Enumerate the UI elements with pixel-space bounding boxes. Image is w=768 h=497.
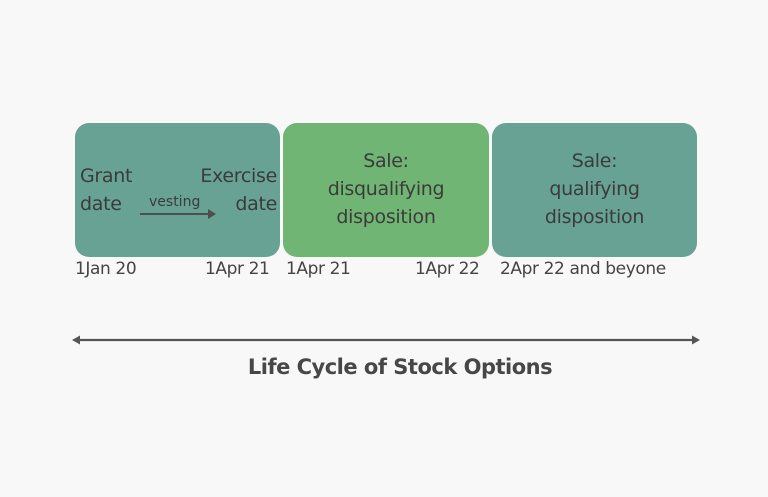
grant-label-line1: Grant [80,165,133,187]
date-stage3-start: 2Apr 22 and beyone [500,259,666,279]
exercise-label-line1: Exercise [200,165,277,187]
double-arrow-icon [72,335,700,345]
vesting-label: vesting [149,194,201,210]
stage3-line1: Sale: [571,150,618,172]
stage3-line3: disposition [544,206,645,228]
date-grant: 1Jan 20 [75,259,137,279]
date-exercise: 1Apr 21 [205,259,270,279]
stage-qualifying-disposition: Sale: qualifying disposition [492,123,697,257]
diagram-title: Life Cycle of Stock Options [247,355,553,379]
qualifying-label: Sale: qualifying disposition [492,147,697,231]
stage2-line2: disqualifying [327,178,445,200]
exercise-date-label: Exercise date [200,162,277,218]
right-arrow-icon [140,209,216,219]
disqualifying-label: Sale: disqualifying disposition [283,147,489,231]
grant-date-label: Grant date [80,162,132,218]
stage2-line1: Sale: [363,150,409,172]
date-stage2-end: 1Apr 22 [415,259,480,279]
stage-grant-to-exercise: Grant date Exercise date vesting [75,123,280,257]
grant-label-line2: date [80,193,122,215]
stage2-line3: disposition [336,206,436,228]
stage3-line2: qualifying [549,178,640,200]
exercise-label-line2: date [235,193,277,215]
stage-disqualifying-disposition: Sale: disqualifying disposition [283,123,489,257]
date-stage2-start: 1Apr 21 [286,259,351,279]
